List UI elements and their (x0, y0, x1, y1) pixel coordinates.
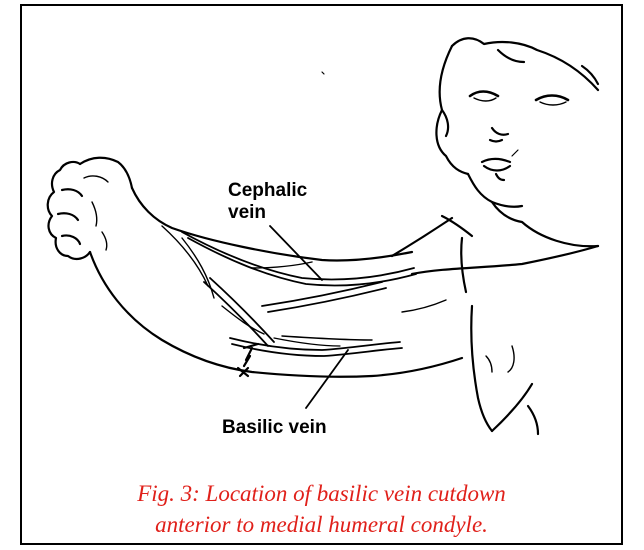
figure-frame: Cephalic vein Basilic vein Fig. 3: Locat… (20, 4, 623, 545)
basilic-vein-label: Basilic vein (222, 417, 327, 439)
infant-arm-illustration (22, 6, 621, 543)
right-eye (536, 96, 568, 101)
infant-head (436, 38, 598, 246)
caption-line2: anterior to medial humeral condyle. (22, 509, 621, 540)
cephalic-vein (182, 232, 416, 346)
infant-torso (392, 216, 598, 434)
cephalic-vein-label: Cephalic vein (228, 180, 338, 224)
basilic-leader-line (306, 350, 348, 408)
figure-caption: Fig. 3: Location of basilic vein cutdown… (22, 478, 621, 540)
left-eye (470, 92, 498, 97)
infant-hand (48, 158, 132, 259)
basilic-vein (230, 338, 402, 356)
cephalic-label-line1: Cephalic (228, 180, 338, 202)
caption-line1: Fig. 3: Location of basilic vein cutdown (22, 478, 621, 509)
cephalic-label-line2: vein (228, 202, 338, 224)
